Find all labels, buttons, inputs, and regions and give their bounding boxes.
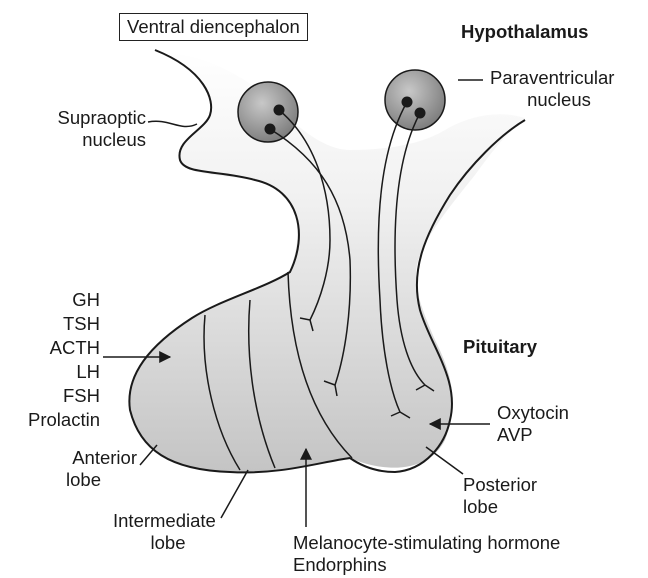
paraventricular-nucleus-circle: [385, 70, 445, 130]
hormone-lh: LH: [4, 360, 100, 384]
intermediate-lobe-line-1: Intermediate: [113, 510, 223, 532]
posterior-hormones-label: Oxytocin AVP: [497, 402, 569, 446]
hormone-acth: ACTH: [4, 336, 100, 360]
pituitary-label: Pituitary: [463, 336, 537, 358]
avp-label: AVP: [497, 424, 569, 446]
paraventricular-line-1: Paraventricular: [490, 67, 628, 89]
hypothalamus-label: Hypothalamus: [461, 21, 588, 43]
supraoptic-line-1: Supraoptic: [20, 107, 146, 129]
posterior-lobe-label: Posterior lobe: [463, 474, 537, 518]
anterior-lobe-label: Anterior lobe: [30, 447, 137, 491]
posterior-lobe-leader: [426, 447, 463, 474]
supraoptic-label: Supraoptic nucleus: [20, 107, 146, 151]
intermediate-lobe-line-2: lobe: [113, 532, 223, 554]
hormone-fsh: FSH: [4, 384, 100, 408]
hormone-prolactin: Prolactin: [4, 408, 100, 432]
ventral-diencephalon-label: Ventral diencephalon: [119, 13, 308, 41]
anterior-lobe-line-1: Anterior: [30, 447, 137, 469]
posterior-lobe-line-1: Posterior: [463, 474, 537, 496]
anterior-lobe-line-2: lobe: [30, 469, 137, 491]
anterior-hormones-list: GH TSH ACTH LH FSH Prolactin: [4, 288, 100, 432]
supraoptic-leader: [148, 121, 197, 126]
paraventricular-line-2: nucleus: [490, 89, 628, 111]
hormone-gh: GH: [4, 288, 100, 312]
intermediate-lobe-leader: [221, 470, 248, 518]
intermediate-lobe-label: Intermediate lobe: [113, 510, 223, 554]
anterior-lobe-leader: [140, 445, 157, 465]
msh-line-2: Endorphins: [293, 554, 560, 576]
hormone-tsh: TSH: [4, 312, 100, 336]
paraventricular-label: Paraventricular nucleus: [490, 67, 628, 111]
tissue-outline: [129, 50, 525, 472]
msh-label: Melanocyte-stimulating hormone Endorphin…: [293, 532, 560, 576]
supraoptic-line-2: nucleus: [20, 129, 146, 151]
posterior-lobe-line-2: lobe: [463, 496, 537, 518]
msh-line-1: Melanocyte-stimulating hormone: [293, 532, 560, 554]
oxytocin-label: Oxytocin: [497, 402, 569, 424]
